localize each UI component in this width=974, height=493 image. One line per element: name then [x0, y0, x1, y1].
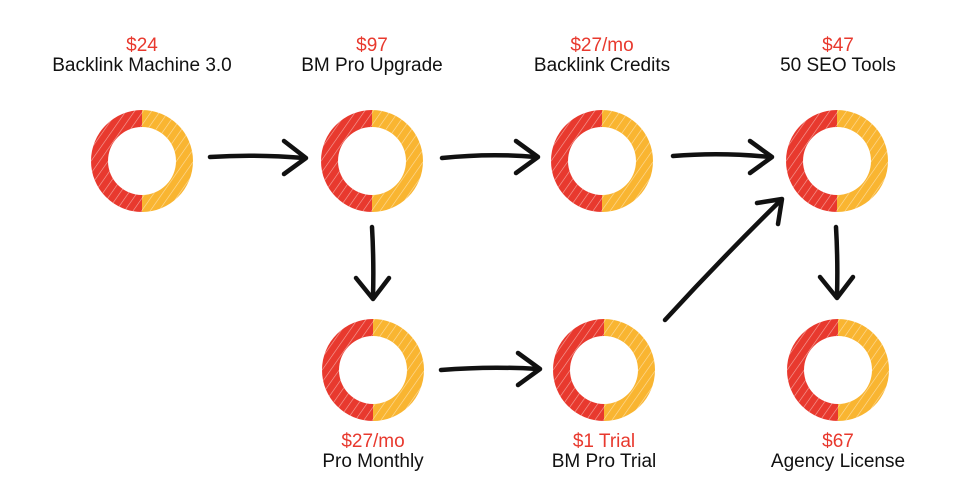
- arrow-backlink-credits-to-seo-tools: [670, 138, 775, 176]
- node-label-backlink-machine: $24 Backlink Machine 3.0: [22, 36, 262, 76]
- node-name: BM Pro Upgrade: [301, 54, 443, 76]
- ring-sketch-texture: [553, 319, 655, 421]
- node-price: $97: [356, 35, 388, 56]
- node-price: $67: [822, 431, 854, 452]
- ring-sketch-texture: [91, 110, 193, 212]
- node-label-backlink-credits: $27/mo Backlink Credits: [482, 36, 722, 76]
- ring-sketch-texture: [786, 110, 888, 212]
- arrow-seo-tools-to-agency-license: [817, 224, 856, 301]
- node-label-seo-tools: $47 50 SEO Tools: [718, 36, 958, 76]
- node-price: $47: [822, 35, 854, 56]
- node-price: $27/mo: [570, 35, 634, 56]
- ring-sketch-texture: [787, 319, 889, 421]
- node-name: 50 SEO Tools: [780, 54, 896, 76]
- ring-node-pro-monthly: [322, 319, 424, 421]
- node-name: Pro Monthly: [322, 450, 424, 472]
- ring-sketch-texture: [551, 110, 653, 212]
- node-label-bm-pro-trial: $1 Trial BM Pro Trial: [484, 432, 724, 472]
- arrow-backlink-machine-to-bm-pro-upgrade: [207, 138, 309, 177]
- ring-node-backlink-machine: [91, 110, 193, 212]
- node-label-agency-license: $67 Agency License: [718, 432, 958, 472]
- node-name: BM Pro Trial: [551, 450, 657, 472]
- ring-node-backlink-credits: [551, 110, 653, 212]
- node-price: $27/mo: [341, 431, 405, 452]
- arrow-bm-pro-upgrade-to-backlink-credits: [439, 138, 541, 176]
- node-name: Agency License: [770, 450, 906, 472]
- arrow-bm-pro-upgrade-to-pro-monthly: [353, 224, 392, 302]
- ring-node-seo-tools: [786, 110, 888, 212]
- node-price: $1 Trial: [572, 431, 636, 452]
- ring-sketch-texture: [322, 319, 424, 421]
- ring-node-agency-license: [787, 319, 889, 421]
- node-name: Backlink Credits: [533, 54, 671, 76]
- node-name: Backlink Machine 3.0: [52, 54, 232, 76]
- node-price: $24: [126, 35, 158, 56]
- ring-node-bm-pro-upgrade: [321, 110, 423, 212]
- ring-sketch-texture: [321, 110, 423, 212]
- arrow-bm-pro-trial-to-seo-tools: [662, 196, 785, 323]
- node-label-pro-monthly: $27/mo Pro Monthly: [253, 432, 493, 472]
- ring-node-bm-pro-trial: [553, 319, 655, 421]
- node-label-bm-pro-upgrade: $97 BM Pro Upgrade: [252, 36, 492, 76]
- arrow-pro-monthly-to-bm-pro-trial: [438, 350, 543, 388]
